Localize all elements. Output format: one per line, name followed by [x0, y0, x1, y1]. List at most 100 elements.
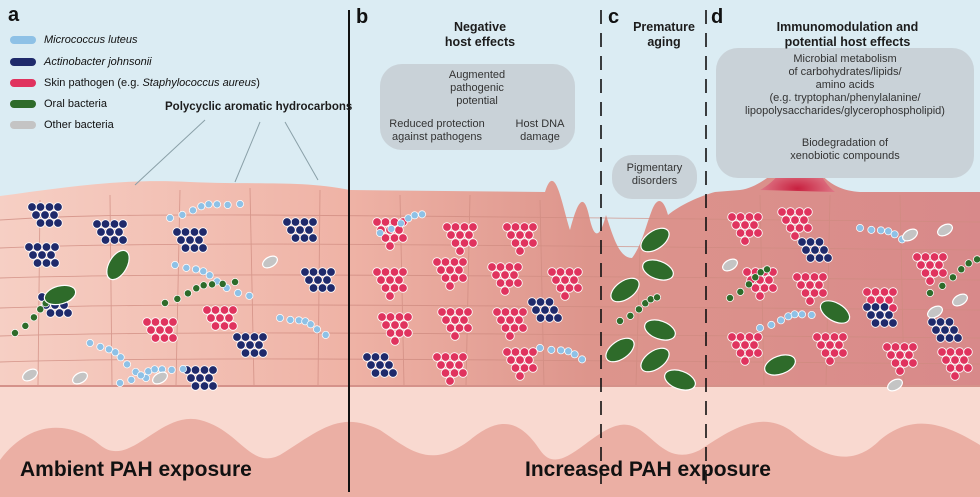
pathogen-cluster	[938, 252, 948, 262]
pathogen-cluster	[454, 323, 465, 333]
pathogen-cluster	[506, 230, 516, 240]
oral-rod	[644, 319, 676, 341]
pathogen-cluster	[812, 332, 822, 342]
actinobacter-cluster	[208, 381, 218, 391]
pathogen-cluster	[929, 252, 940, 262]
micrococcus-chain	[410, 211, 419, 220]
pathogen-cluster	[464, 230, 474, 240]
pathogen-cluster	[519, 347, 530, 357]
pathogen-cluster	[394, 275, 404, 285]
pathogen-cluster	[459, 315, 469, 325]
pathogen-cluster	[441, 315, 451, 325]
actinobacter-cluster	[109, 219, 120, 229]
pathogen-cluster	[938, 268, 948, 278]
pathogen-cluster	[825, 340, 835, 350]
pathogen-cluster	[519, 222, 530, 232]
actinobacter-cluster	[370, 368, 381, 378]
oral-chain	[634, 305, 643, 314]
oral-rod	[610, 277, 640, 303]
pathogen-cluster	[528, 347, 538, 357]
micrococcus-chain	[756, 324, 764, 332]
pathogen-cluster	[150, 317, 161, 327]
pathogen-cluster	[727, 212, 737, 222]
actinobacter-cluster	[295, 225, 305, 235]
actinobacter-cluster	[199, 381, 210, 391]
pathogen-cluster	[458, 368, 468, 378]
actinobacter-cluster	[801, 245, 811, 255]
pathogen-cluster	[753, 212, 763, 222]
pathogen-cluster	[487, 262, 497, 272]
actinobacter-cluster	[531, 305, 541, 315]
pathogen-cluster	[781, 215, 791, 225]
pathogen-cluster	[385, 291, 395, 301]
actinobacter-cluster	[109, 235, 120, 245]
oral-rod	[43, 284, 77, 306]
pathogen-cluster	[908, 358, 918, 368]
pathogen-cluster	[376, 275, 386, 285]
micrococcus-chain	[150, 365, 159, 374]
pathogen-cluster	[904, 350, 914, 360]
oral-chain	[751, 273, 760, 282]
oral-chain	[973, 255, 980, 264]
oral-chain	[726, 294, 734, 302]
pathogen-cluster	[502, 222, 512, 232]
actinobacter-cluster	[388, 368, 398, 378]
pathogen-cluster	[551, 275, 561, 285]
oral-chain	[36, 305, 45, 314]
pathogen-cluster	[829, 332, 840, 342]
pathogen-cluster	[146, 325, 156, 335]
pathogen-cluster	[513, 262, 523, 272]
pathogen-cluster	[155, 325, 165, 335]
pathogen-cluster	[886, 350, 896, 360]
actinobacter-cluster	[32, 258, 43, 268]
pathogen-cluster	[495, 278, 506, 288]
pathogen-cluster	[524, 230, 534, 240]
pathogen-cluster	[398, 267, 408, 277]
actinobacter-cluster	[92, 219, 102, 229]
pathogen-cluster	[500, 307, 511, 317]
pathogen-cluster	[202, 305, 212, 315]
pathogen-cluster	[504, 262, 515, 272]
pathogen-cluster	[555, 283, 566, 293]
pathogen-cluster	[398, 233, 408, 243]
pathogen-cluster	[445, 376, 455, 386]
actinobacter-cluster	[866, 310, 876, 320]
oral-chain	[756, 268, 765, 277]
pathogen-cluster	[875, 295, 885, 305]
pathogen-cluster	[564, 267, 575, 277]
box-negative-effects	[380, 64, 575, 150]
pathogen-cluster	[432, 352, 442, 362]
pathogen-cluster	[759, 283, 770, 293]
pathogen-cluster	[785, 223, 796, 233]
actinobacter-cluster	[304, 275, 314, 285]
actinobacter-cluster	[875, 310, 885, 320]
micrococcus-chain	[570, 350, 579, 359]
micrococcus-chain	[166, 214, 174, 222]
actinobacter-cluster	[290, 233, 301, 243]
actinobacter-cluster	[544, 313, 555, 323]
other-bacterium	[22, 368, 38, 382]
pathogen-cluster	[168, 317, 178, 327]
oral-chain	[653, 293, 662, 302]
pathogen-cluster	[740, 236, 750, 246]
actinobacter-cluster	[823, 253, 833, 263]
pathogen-cluster	[442, 222, 452, 232]
pathogen-cluster	[777, 207, 787, 217]
actinobacter-cluster	[195, 373, 205, 383]
pathogen-cluster	[394, 312, 405, 322]
oral-chain	[938, 281, 947, 290]
other-bacterium	[927, 305, 943, 319]
pathogen-cluster	[492, 307, 502, 317]
actinobacter-cluster	[32, 242, 43, 252]
pathogen-cluster	[390, 320, 400, 330]
pathogen-cluster	[228, 305, 238, 315]
actinobacter-cluster	[208, 365, 218, 375]
other-bacterium	[152, 371, 168, 385]
pathogen-cluster	[934, 260, 944, 270]
actinobacter-cluster	[286, 225, 296, 235]
pathogen-cluster	[219, 305, 230, 315]
